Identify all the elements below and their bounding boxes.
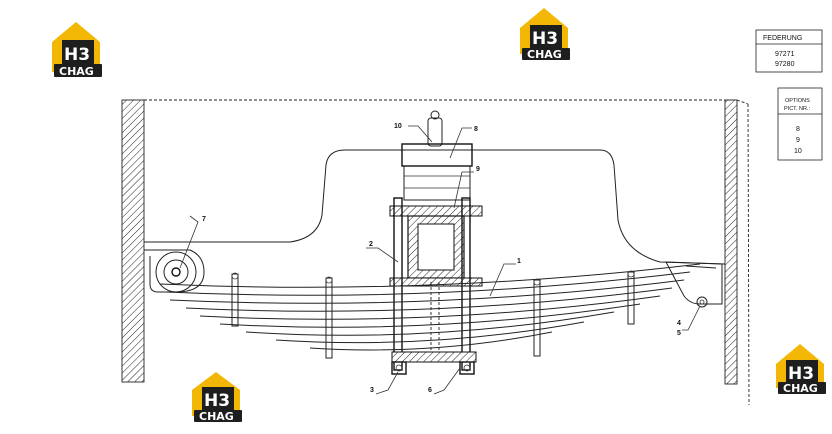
logo-word: CHAG [199, 410, 234, 423]
title-text: FEDERUNG [763, 35, 802, 42]
callout-3: 3 [370, 387, 374, 394]
logo-mark: H3 [788, 364, 814, 384]
options-block: OPTIONS PICT. NR.: 8 9 10 [777, 87, 823, 161]
code-1: 97271 [775, 51, 795, 58]
callout-5: 5 [677, 330, 681, 337]
callout-4: 4 [677, 320, 681, 327]
callout-2: 2 [369, 241, 373, 248]
frame [121, 99, 750, 406]
logo-top-left: H3 CHAG [52, 22, 102, 78]
logo-word: CHAG [527, 48, 562, 61]
callout-7: 7 [202, 216, 206, 223]
right-shackle [665, 261, 723, 308]
logo-top-center: H3 CHAG [520, 8, 570, 61]
callout-9: 9 [476, 166, 480, 173]
left-wall [121, 99, 145, 383]
callout-1: 1 [517, 258, 521, 265]
code-2: 97280 [775, 61, 795, 68]
callout-8: 8 [474, 126, 478, 133]
right-wall [724, 99, 738, 385]
options-header-2: PICT. NR.: [784, 106, 810, 112]
leaf-spring [159, 263, 701, 359]
option-item-8: 8 [796, 126, 800, 133]
leader-lines [179, 125, 701, 395]
option-item-10: 10 [794, 148, 802, 155]
logo-bottom-right: H3 CHAG [776, 344, 826, 395]
spring-block-assembly [389, 110, 483, 375]
option-item-9: 9 [796, 137, 800, 144]
logo-word: CHAG [59, 65, 94, 78]
logo-bottom-left: H3 CHAG [192, 372, 242, 423]
title-block: FEDERUNG 97271 97280 [755, 29, 823, 73]
logo-mark: H3 [204, 391, 230, 411]
options-header-1: OPTIONS [785, 98, 810, 104]
left-spring-eye [144, 249, 205, 293]
logo-mark: H3 [64, 45, 90, 65]
callout-10: 10 [394, 123, 402, 130]
logo-mark: H3 [532, 29, 558, 49]
callout-6: 6 [428, 387, 432, 394]
logo-word: CHAG [783, 382, 818, 395]
